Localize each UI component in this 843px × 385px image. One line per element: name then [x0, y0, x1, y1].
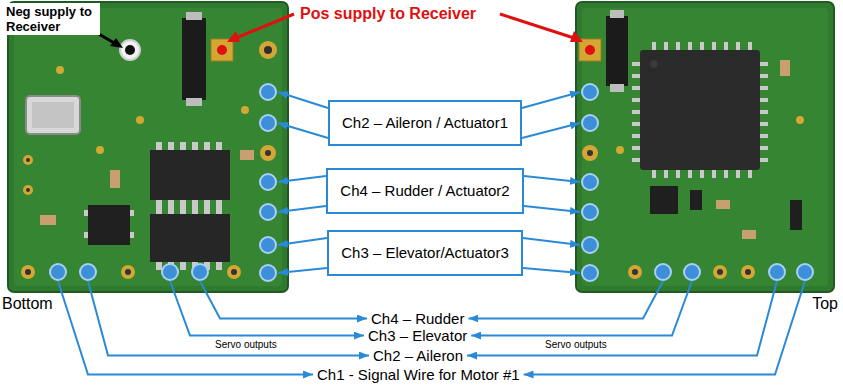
signal-connector [278, 238, 327, 245]
leader-line [468, 281, 663, 319]
signal-connector [278, 206, 326, 212]
channel-box: Ch2 – Aileron / Actuator1 [328, 100, 522, 146]
servo-note: Servo outputs [545, 339, 607, 351]
leader-line [471, 281, 692, 336]
signal-connector [524, 176, 580, 182]
signal-connector [523, 238, 580, 245]
top-board-photo [576, 2, 834, 292]
signal-connector [278, 268, 327, 273]
supply-note: Pos supply to Receiver [300, 5, 476, 23]
leader-line [200, 281, 367, 319]
channel-text: Ch2 – Aileron / Actuator1 [342, 114, 508, 132]
signal-connector [278, 176, 326, 182]
signal-connector [523, 268, 580, 273]
signal-connector [278, 92, 328, 108]
signal-connector [278, 123, 328, 138]
board-side-label: Top [812, 294, 838, 314]
signal-connector [522, 92, 580, 108]
leader-line [524, 281, 805, 375]
servo-note: Servo outputs [215, 339, 277, 351]
supply-note: Neg supply to Receiver [4, 3, 100, 35]
channel-label: Ch1 - Signal Wire for Motor #1 [317, 366, 520, 383]
signal-connector [524, 206, 580, 212]
channel-label: Ch3 – Elevator [368, 327, 467, 344]
channel-text: Ch3 – Elevator/Actuator3 [341, 244, 509, 262]
signal-connector [522, 123, 580, 138]
channel-box: Ch3 – Elevator/Actuator3 [327, 230, 523, 276]
leader-line [467, 281, 777, 356]
channel-label: Ch2 – Aileron [373, 347, 463, 364]
channel-label: Ch4 – Rudder [371, 310, 464, 327]
leader-line [170, 281, 364, 336]
leader-line [58, 281, 313, 375]
bottom-board-photo [8, 2, 288, 292]
leader-line [88, 281, 369, 356]
circuit-board: Top [576, 2, 834, 292]
circuit-board: Bottom [8, 2, 288, 292]
channel-text: Ch4 – Rudder / Actuator2 [340, 182, 509, 200]
channel-box: Ch4 – Rudder / Actuator2 [326, 168, 524, 214]
board-side-label: Bottom [2, 294, 53, 314]
